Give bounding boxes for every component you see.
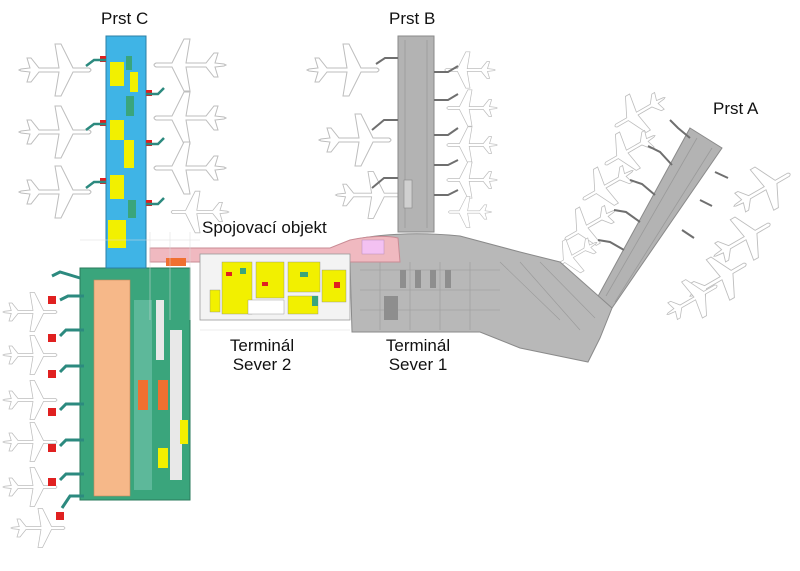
- main-hall: [48, 267, 191, 520]
- terminal-sever-1-line1: Terminál: [385, 336, 451, 355]
- pier-b: [371, 35, 459, 233]
- terminal-sever-2: [199, 253, 351, 321]
- connector-label: Spojovací objekt: [202, 218, 327, 237]
- terminal-sever-1: [349, 233, 613, 363]
- terminal-sever-2-line1: Terminál: [229, 336, 295, 355]
- terminal-sever-2-label: Terminál Sever 2: [222, 336, 302, 374]
- aircraft-main-hall: [2, 292, 66, 548]
- pier-a: [595, 119, 729, 309]
- plan-grid: [80, 232, 350, 331]
- pier-b-label: Prst B: [389, 9, 436, 28]
- terminal-sever-1-label: Terminál Sever 1: [378, 336, 458, 374]
- terminal-sever-2-line2: Sever 2: [232, 355, 292, 374]
- pier-a-label: Prst A: [713, 99, 759, 118]
- pier-c-label: Prst C: [101, 9, 149, 28]
- pier-c: [85, 35, 165, 269]
- terminal-sever-1-line2: Sever 1: [388, 355, 448, 374]
